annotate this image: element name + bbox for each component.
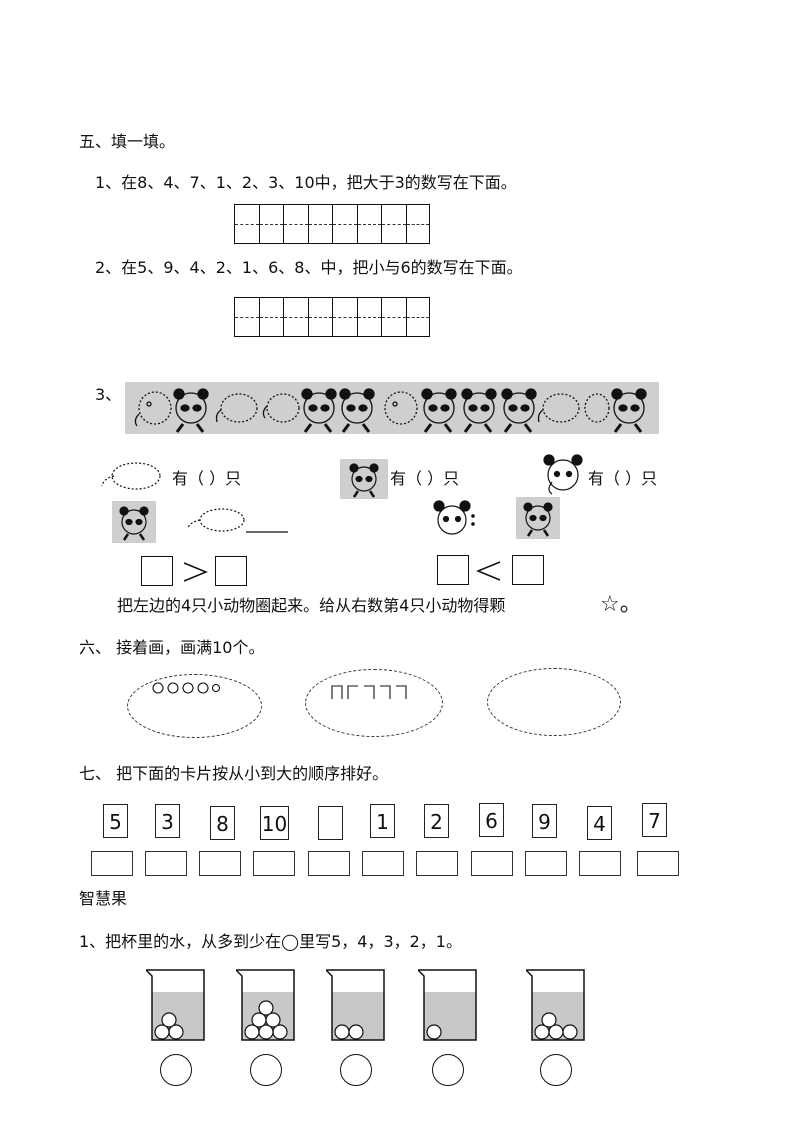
- number-card[interactable]: 1: [370, 804, 395, 838]
- bonus-heading: 智慧果: [79, 889, 128, 908]
- answer-circle[interactable]: [540, 1054, 572, 1086]
- bear-icon: [543, 454, 583, 495]
- panda-icon: [349, 463, 379, 498]
- number-card[interactable]: 2: [424, 804, 449, 838]
- draw-oval-circles[interactable]: [127, 674, 262, 738]
- number-card[interactable]: 8: [210, 806, 235, 840]
- compare-box-left-1[interactable]: [141, 556, 173, 586]
- answer-slot[interactable]: [91, 851, 133, 876]
- cup-outline: [418, 969, 477, 1041]
- elephant-compare-icon: [187, 508, 288, 533]
- number-card[interactable]: 9: [532, 804, 557, 838]
- elephant-icon: [101, 462, 161, 490]
- number-card[interactable]: 3: [155, 804, 180, 838]
- answer-slot[interactable]: [637, 851, 679, 876]
- compare-box-right-2[interactable]: [512, 555, 544, 585]
- answer-slot[interactable]: [362, 851, 404, 876]
- circles-pattern-icon: [152, 682, 220, 694]
- panda-compare-icon-2: [523, 502, 553, 537]
- bear-compare-icon: [433, 500, 475, 535]
- cup-outline: [326, 969, 385, 1041]
- ball: [258, 1000, 274, 1016]
- draw-oval-empty[interactable]: [487, 668, 621, 736]
- greater-than-sign: [183, 562, 208, 582]
- section6-heading: 六、 接着画，画满10个。: [79, 638, 265, 657]
- answer-slot[interactable]: [416, 851, 458, 876]
- cup-icon: [236, 969, 295, 1041]
- cup-icon: [526, 969, 585, 1041]
- answer-circle[interactable]: [340, 1054, 372, 1086]
- number-card[interactable]: [318, 806, 343, 840]
- panda-compare-icon: [119, 506, 149, 541]
- section7-heading: 七、 把下面的卡片按从小到大的顺序排好。: [79, 764, 389, 783]
- count-elephant-text: 有（ ）只: [172, 469, 242, 488]
- less-than-sign: [476, 561, 501, 581]
- draw-oval-squares[interactable]: [305, 669, 443, 737]
- count-bear-text: 有（ ）只: [588, 469, 658, 488]
- ball: [265, 1012, 281, 1028]
- star-icon: ☆。: [600, 592, 642, 617]
- answer-slot[interactable]: [471, 851, 513, 876]
- ball: [334, 1024, 350, 1040]
- cup-outline: [526, 969, 585, 1041]
- ball: [562, 1024, 578, 1040]
- answer-slot[interactable]: [145, 851, 187, 876]
- question-3-number: 3、: [95, 385, 122, 404]
- number-card[interactable]: 6: [479, 803, 504, 837]
- panda-compare-box: [112, 501, 156, 543]
- question-2-text: 2、在5、9、4、2、1、6、8、中，把小与6的数写在下面。: [95, 258, 523, 277]
- answer-slot[interactable]: [525, 851, 567, 876]
- animal-row-image[interactable]: [125, 382, 659, 434]
- section5-heading: 五、填一填。: [79, 132, 176, 151]
- number-card[interactable]: 10: [260, 806, 289, 840]
- answer-slot[interactable]: [253, 851, 295, 876]
- animal-row-drawing: [134, 388, 647, 433]
- answer-circle[interactable]: [160, 1054, 192, 1086]
- squares-pattern-icon: [331, 685, 407, 699]
- ball: [348, 1024, 364, 1040]
- panda-icon-box: [340, 459, 388, 499]
- number-card[interactable]: 4: [587, 806, 612, 840]
- ball: [161, 1012, 177, 1028]
- compare-box-left-2[interactable]: [437, 555, 469, 585]
- ball: [426, 1024, 442, 1040]
- question-1-text: 1、在8、4、7、1、2、3、10中，把大于3的数写在下面。: [95, 173, 517, 192]
- compare-box-right-1[interactable]: [215, 556, 247, 586]
- ball: [168, 1024, 184, 1040]
- answer-grid-1[interactable]: [234, 204, 430, 244]
- bonus-question-text: 1、把杯里的水，从多到少在◯里写5，4，3，2，1。: [79, 932, 462, 951]
- count-panda-text: 有（ ）只: [390, 469, 460, 488]
- cup-icon: [326, 969, 385, 1041]
- answer-grid-2[interactable]: [234, 297, 430, 337]
- answer-circle[interactable]: [250, 1054, 282, 1086]
- ball: [272, 1024, 288, 1040]
- cup-icon: [418, 969, 477, 1041]
- number-card[interactable]: 5: [103, 804, 128, 838]
- cup-outline: [146, 969, 205, 1041]
- number-card[interactable]: 7: [642, 803, 667, 837]
- answer-slot[interactable]: [199, 851, 241, 876]
- answer-slot[interactable]: [308, 851, 350, 876]
- ball: [541, 1012, 557, 1028]
- panda-compare-box-2: [516, 497, 560, 539]
- answer-slot[interactable]: [579, 851, 621, 876]
- circle-instruction-text: 把左边的4只小动物圈起来。给从右数第4只小动物得颗: [117, 596, 506, 615]
- cup-icon: [146, 969, 205, 1041]
- cup-outline: [236, 969, 295, 1041]
- answer-circle[interactable]: [432, 1054, 464, 1086]
